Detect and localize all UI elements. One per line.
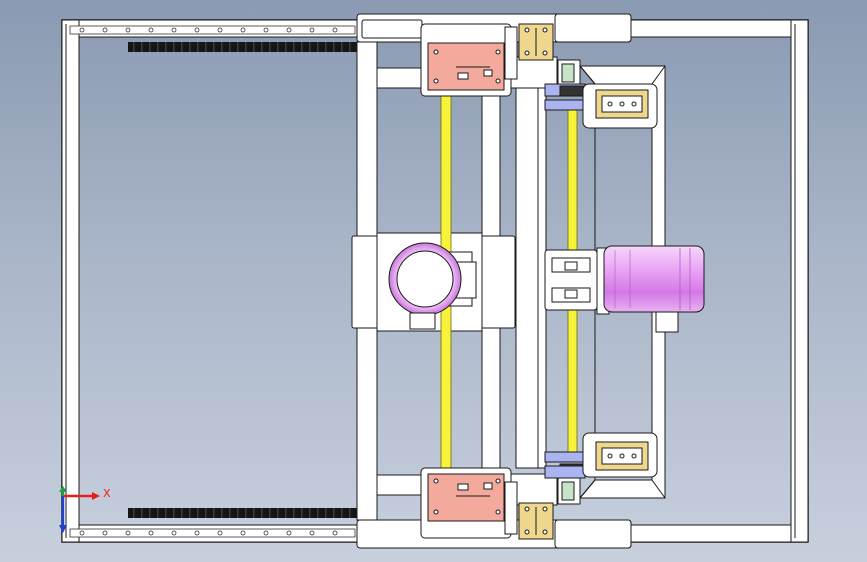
motor-mount: [544, 247, 610, 315]
tan-bracket-top: [518, 23, 554, 61]
rack-top: [128, 42, 358, 52]
coordinate-triad: X: [59, 486, 111, 533]
tan-bracket-bottom: [518, 502, 554, 540]
triad-x-label: X: [103, 487, 111, 500]
slider-block-bottom: [582, 432, 658, 478]
rack-bottom: [128, 508, 358, 518]
rail-holes: [69, 25, 356, 538]
motor: [603, 245, 705, 333]
pink-bracket-bottom: [420, 467, 558, 539]
drive-wheel: [388, 242, 477, 330]
gear-assembly-top: [544, 59, 591, 111]
slider-block-top: [582, 83, 658, 129]
outer-frame: [61, 19, 809, 543]
